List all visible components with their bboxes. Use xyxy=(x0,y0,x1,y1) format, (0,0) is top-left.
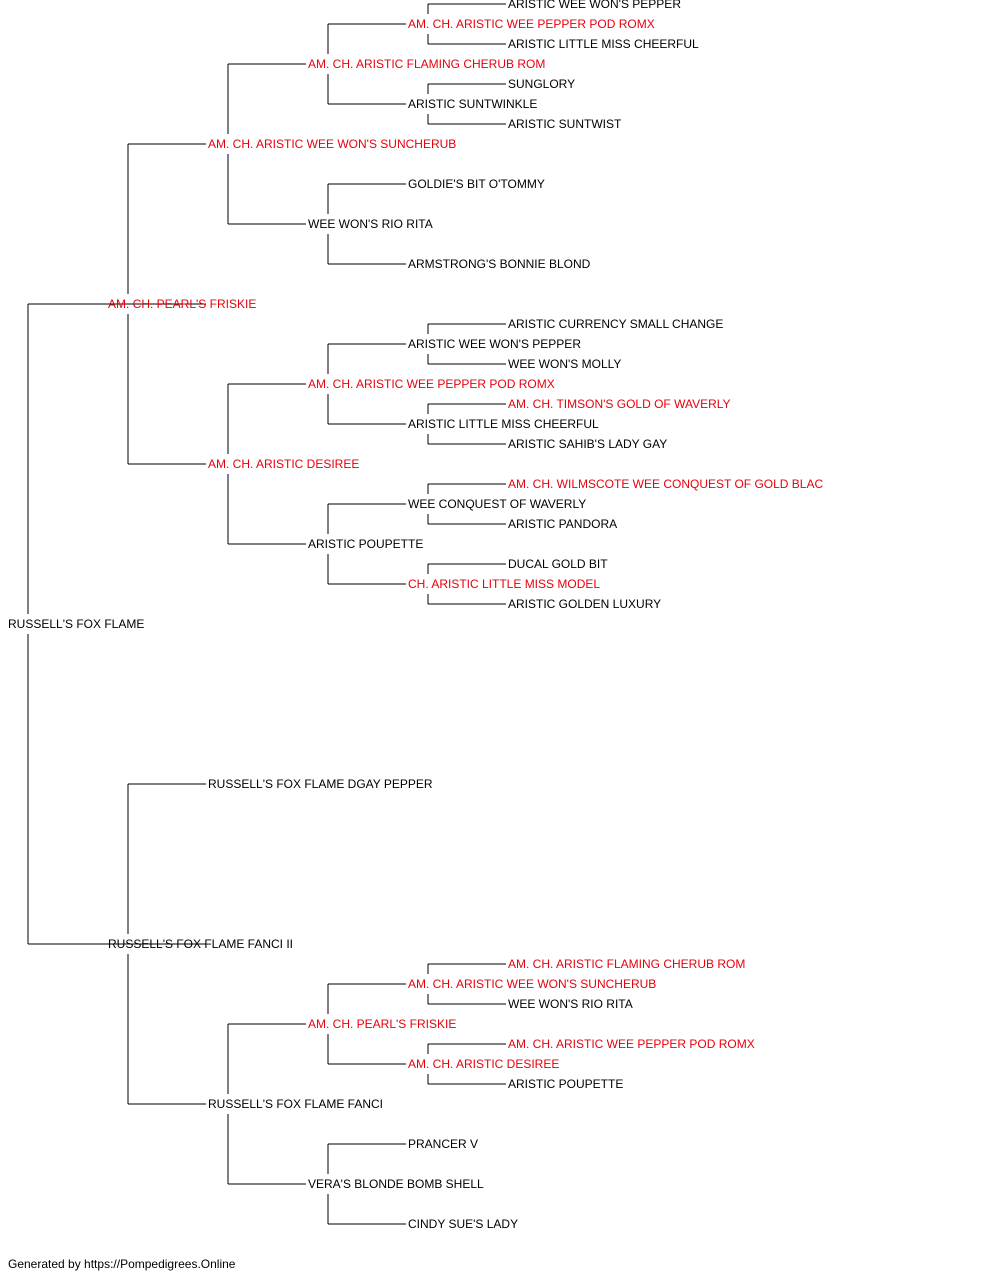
pedigree-name-gen1[interactable]: AM. CH. PEARL'S FRISKIE xyxy=(108,297,256,311)
pedigree-name-gen2[interactable]: AM. CH. ARISTIC DESIREE xyxy=(208,457,359,471)
pedigree-name-gen4[interactable]: CH. ARISTIC LITTLE MISS MODEL xyxy=(408,577,600,591)
pedigree-name-gen5[interactable]: ARISTIC CURRENCY SMALL CHANGE xyxy=(508,317,723,331)
pedigree-name-gen5[interactable]: AM. CH. ARISTIC WEE PEPPER POD ROMX xyxy=(508,1037,755,1051)
pedigree-name-gen4[interactable]: ARISTIC WEE WON'S PEPPER xyxy=(408,337,581,351)
pedigree-name-gen4[interactable]: AM. CH. ARISTIC WEE WON'S SUNCHERUB xyxy=(408,977,656,991)
pedigree-name-gen3[interactable]: ARISTIC POUPETTE xyxy=(308,537,423,551)
pedigree-name-gen4[interactable]: GOLDIE'S BIT O'TOMMY xyxy=(408,177,545,191)
pedigree-name-gen5[interactable]: ARISTIC GOLDEN LUXURY xyxy=(508,597,661,611)
pedigree-name-gen5[interactable]: AM. CH. TIMSON'S GOLD OF WAVERLY xyxy=(508,397,731,411)
pedigree-name-gen3[interactable]: AM. CH. ARISTIC WEE PEPPER POD ROMX xyxy=(308,377,555,391)
pedigree-name-gen4[interactable]: ARISTIC SUNTWINKLE xyxy=(408,97,537,111)
pedigree-name-gen2[interactable]: AM. CH. ARISTIC WEE WON'S SUNCHERUB xyxy=(208,137,456,151)
pedigree-name-gen5[interactable]: ARISTIC SAHIB'S LADY GAY xyxy=(508,437,667,451)
footer-credit: Generated by https://Pompedigrees.Online xyxy=(8,1257,236,1271)
pedigree-name-gen5[interactable]: DUCAL GOLD BIT xyxy=(508,557,608,571)
pedigree-name-gen0[interactable]: RUSSELL'S FOX FLAME xyxy=(8,617,144,631)
pedigree-name-gen5[interactable]: ARISTIC PANDORA xyxy=(508,517,617,531)
pedigree-name-gen4[interactable]: AM. CH. ARISTIC DESIREE xyxy=(408,1057,559,1071)
pedigree-name-gen5[interactable]: AM. CH. WILMSCOTE WEE CONQUEST OF GOLD B… xyxy=(508,477,823,491)
pedigree-name-gen2[interactable]: RUSSELL'S FOX FLAME FANCI xyxy=(208,1097,383,1111)
pedigree-name-gen4[interactable]: AM. CH. ARISTIC WEE PEPPER POD ROMX xyxy=(408,17,655,31)
pedigree-name-gen3[interactable]: VERA'S BLONDE BOMB SHELL xyxy=(308,1177,484,1191)
pedigree-name-gen5[interactable]: ARISTIC LITTLE MISS CHEERFUL xyxy=(508,37,699,51)
pedigree-name-gen4[interactable]: CINDY SUE'S LADY xyxy=(408,1217,518,1231)
pedigree-name-gen4[interactable]: ARISTIC LITTLE MISS CHEERFUL xyxy=(408,417,599,431)
pedigree-name-gen4[interactable]: WEE CONQUEST OF WAVERLY xyxy=(408,497,586,511)
pedigree-name-gen5[interactable]: AM. CH. ARISTIC FLAMING CHERUB ROM xyxy=(508,957,745,971)
pedigree-name-gen4[interactable]: ARMSTRONG'S BONNIE BLOND xyxy=(408,257,591,271)
pedigree-name-gen3[interactable]: AM. CH. ARISTIC FLAMING CHERUB ROM xyxy=(308,57,545,71)
pedigree-name-gen3[interactable]: AM. CH. PEARL'S FRISKIE xyxy=(308,1017,456,1031)
pedigree-name-gen3[interactable]: WEE WON'S RIO RITA xyxy=(308,217,433,231)
pedigree-name-gen1[interactable]: RUSSELL'S FOX FLAME FANCI II xyxy=(108,937,293,951)
pedigree-name-gen5[interactable]: ARISTIC SUNTWIST xyxy=(508,117,622,131)
pedigree-name-gen4[interactable]: PRANCER V xyxy=(408,1137,478,1151)
pedigree-name-gen5[interactable]: SUNGLORY xyxy=(508,77,575,91)
pedigree-name-gen5[interactable]: ARISTIC WEE WON'S PEPPER xyxy=(508,0,681,11)
pedigree-name-gen5[interactable]: WEE WON'S MOLLY xyxy=(508,357,621,371)
pedigree-name-gen2[interactable]: RUSSELL'S FOX FLAME DGAY PEPPER xyxy=(208,777,433,791)
pedigree-name-gen5[interactable]: ARISTIC POUPETTE xyxy=(508,1077,623,1091)
pedigree-name-gen5[interactable]: WEE WON'S RIO RITA xyxy=(508,997,633,1011)
